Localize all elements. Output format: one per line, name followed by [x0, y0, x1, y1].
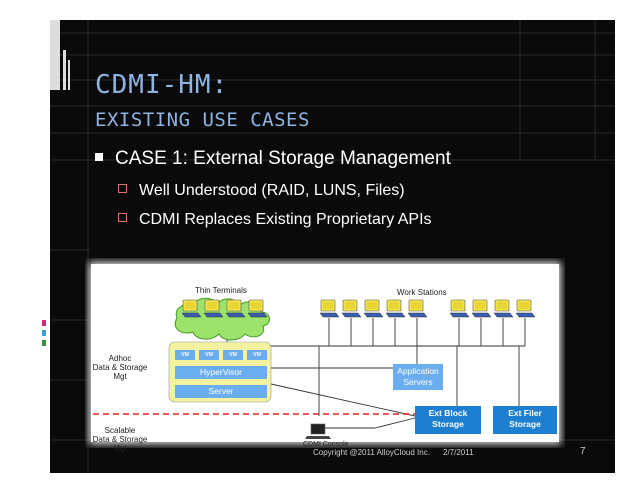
hypervisor-box: HyperVisor	[175, 366, 267, 379]
slide-subtitle: EXISTING USE CASES	[95, 109, 310, 131]
network-cloud	[174, 297, 270, 341]
ext-block-line-2: Storage	[432, 419, 464, 429]
thin-terminals-label: Thin Terminals	[195, 286, 247, 295]
ext-filer-line-2: Storage	[509, 419, 541, 429]
vm-box-3: VM	[223, 350, 243, 360]
server-box: Server	[175, 385, 267, 398]
footer-copyright: Copyright @2011 AlloyCloud Inc.	[313, 448, 430, 457]
bullet-sub-2: CDMI Replaces Existing Proprietary APIs	[118, 211, 432, 229]
adhoc-line-1: Adhoc	[108, 354, 132, 363]
square-bullet-icon	[95, 152, 103, 161]
bullet-sub-1: Well Understood (RAID, LUNS, Files)	[118, 182, 405, 200]
slide-grid-decoration	[50, 20, 615, 473]
scalable-line-1: Scalable	[104, 426, 136, 435]
cdmi-console-label: CDMI Console	[303, 441, 349, 448]
ext-block-line-1: Ext Block	[428, 408, 468, 418]
slide: CDMI-HM: EXISTING USE CASES CASE 1: Exte…	[50, 20, 615, 473]
vm-box-2: VM	[199, 350, 219, 360]
application-servers-line-2: Servers	[403, 377, 433, 387]
ext-filer-line-1: Ext Filer	[508, 408, 542, 418]
bullet-sub-1-text: Well Understood (RAID, LUNS, Files)	[139, 182, 405, 199]
adhoc-line-2: Data & Storage	[92, 363, 148, 372]
footer-date: 2/7/2011	[443, 448, 474, 457]
hollow-square-bullet-icon	[118, 184, 127, 194]
hollow-square-bullet-icon	[118, 213, 127, 223]
ext-filer-storage-box: Ext Filer Storage	[493, 406, 557, 434]
application-servers-box: Application Servers	[393, 364, 443, 390]
side-decoration	[42, 320, 46, 346]
slide-title: CDMI-HM:	[95, 70, 229, 100]
storage-architecture-diagram: Thin Terminals Work Stations Adhoc Data …	[85, 258, 565, 453]
bullet-sub-2-text: CDMI Replaces Existing Proprietary APIs	[139, 211, 432, 228]
bullet-main: CASE 1: External Storage Management	[95, 148, 451, 170]
footer-page-number: 7	[580, 446, 586, 457]
adhoc-line-3: Mgt	[113, 372, 127, 381]
scalable-label: Scalable Data & Storage Mgt	[85, 426, 155, 453]
adhoc-label: Adhoc Data & Storage Mgt	[85, 354, 155, 381]
vm-box-4: VM	[247, 350, 267, 360]
vm-box-1: VM	[175, 350, 195, 360]
cdmi-console-icon	[305, 423, 331, 439]
application-servers-line-1: Application	[397, 366, 439, 376]
work-stations-label: Work Stations	[397, 288, 447, 297]
scalable-line-3: Mgt	[113, 444, 127, 453]
diagram-graphics	[89, 262, 561, 444]
scalable-line-2: Data & Storage	[92, 435, 148, 444]
bullet-main-text: CASE 1: External Storage Management	[115, 148, 451, 169]
ext-block-storage-box: Ext Block Storage	[415, 406, 481, 434]
